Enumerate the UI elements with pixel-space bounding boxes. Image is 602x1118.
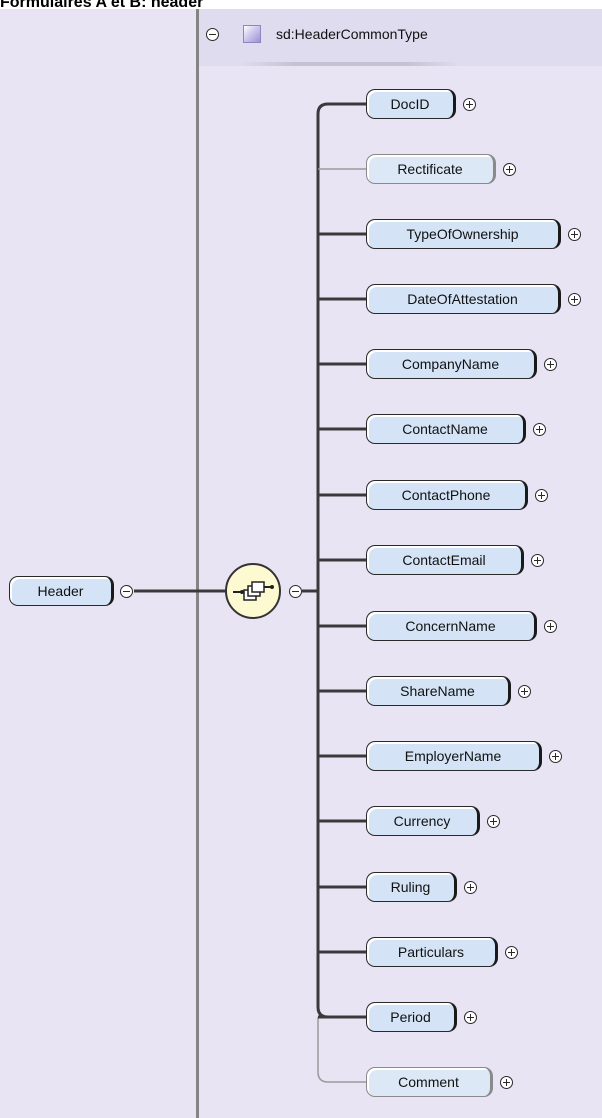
expand-icon[interactable] [505,946,518,959]
element-label: ContactPhone [401,487,491,503]
element-label: Comment [398,1074,459,1090]
element-label: CompanyName [401,356,500,372]
element-label: Particulars [397,944,465,960]
sequence-icon[interactable] [225,563,281,619]
element-particulars[interactable]: Particulars [366,937,498,967]
element-label: DocID [390,96,430,112]
element-doc-id[interactable]: DocID [366,89,456,119]
expand-icon[interactable] [464,1011,477,1024]
expand-icon[interactable] [544,358,557,371]
collapse-type-icon[interactable] [206,28,219,41]
element-label: ShareName [400,683,475,699]
element-period[interactable]: Period [366,1002,457,1032]
root-element-label: Header [37,583,84,599]
element-employer-name[interactable]: EmployerName [366,741,542,771]
expand-icon[interactable] [518,685,531,698]
expand-icon[interactable] [568,293,581,306]
element-label: EmployerName [404,748,502,764]
element-contact-email[interactable]: ContactEmail [366,545,524,575]
element-contact-name[interactable]: ContactName [366,414,526,444]
element-label: DateOfAttestation [407,291,518,307]
element-currency[interactable]: Currency [366,806,480,836]
element-label: ConcernName [405,618,496,634]
element-label: Ruling [390,879,431,895]
element-label: Period [390,1009,431,1025]
expand-icon[interactable] [500,1076,513,1089]
expand-icon[interactable] [531,554,544,567]
element-label: Rectificate [397,161,463,177]
page-title: Formulaires A et B: header [0,0,204,11]
expand-icon[interactable] [544,620,557,633]
type-header [199,9,602,66]
element-company-name[interactable]: CompanyName [366,349,537,379]
element-label: ContactEmail [402,552,486,568]
expand-icon[interactable] [463,98,476,111]
element-rectificate[interactable]: Rectificate [366,154,496,184]
expand-icon[interactable] [503,163,516,176]
expand-icon[interactable] [568,228,581,241]
element-type-of-ownership[interactable]: TypeOfOwnership [366,219,561,249]
type-name: sd:HeaderCommonType [276,26,428,42]
expand-icon[interactable] [535,489,548,502]
expand-icon[interactable] [533,423,546,436]
expand-icon[interactable] [549,750,562,763]
collapse-header-icon[interactable] [120,585,133,598]
element-contact-phone[interactable]: ContactPhone [366,480,528,510]
element-label: ContactName [402,421,488,437]
element-date-of-attestation[interactable]: DateOfAttestation [366,284,561,314]
element-share-name[interactable]: ShareName [366,676,511,706]
element-label: Currency [393,813,451,829]
collapse-sequence-icon[interactable] [289,585,302,598]
complex-type-icon [243,25,261,43]
element-comment[interactable]: Comment [366,1067,493,1097]
element-label: TypeOfOwnership [406,226,519,242]
element-ruling[interactable]: Ruling [366,872,457,902]
divider-line [196,9,199,1118]
expand-icon[interactable] [464,881,477,894]
root-element-header[interactable]: Header [9,576,114,606]
expand-icon[interactable] [487,815,500,828]
element-concern-name[interactable]: ConcernName [366,611,537,641]
type-header-underline [240,62,460,66]
